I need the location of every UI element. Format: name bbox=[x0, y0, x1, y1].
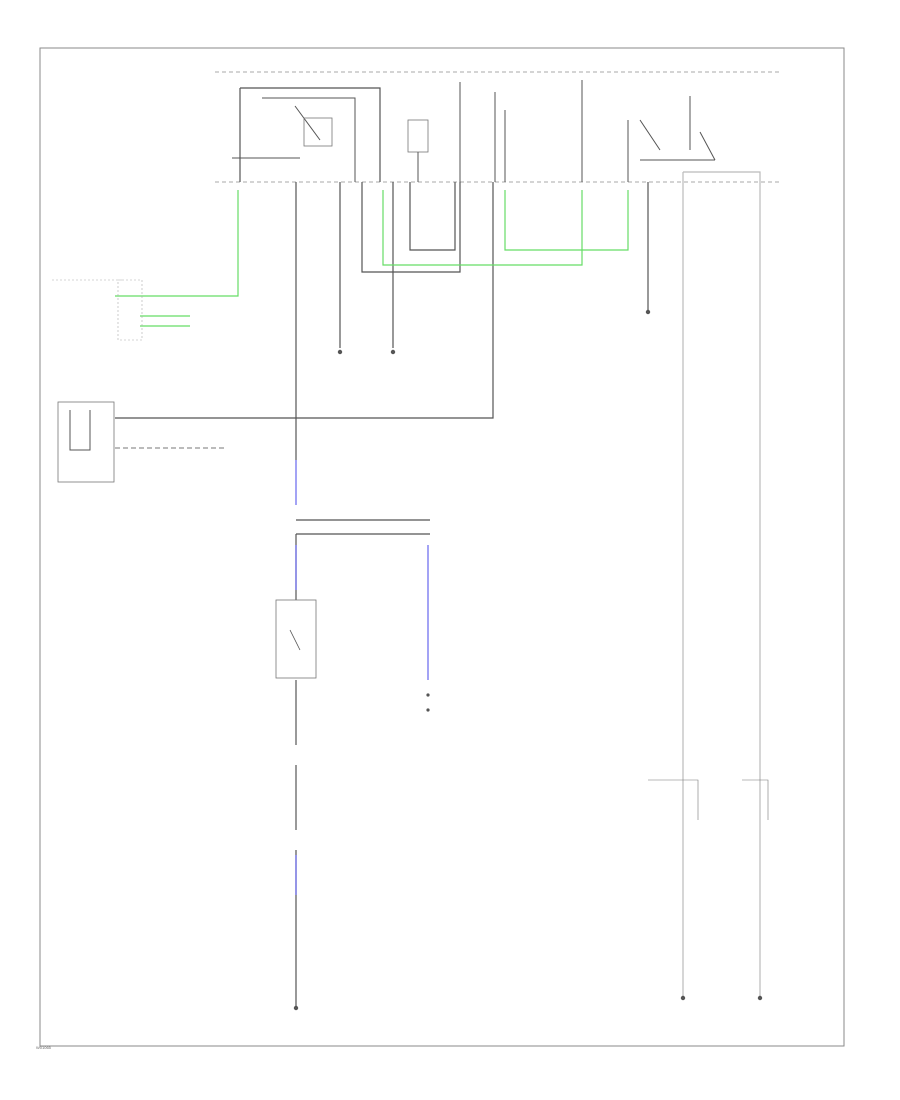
footer-code: W01065 bbox=[36, 1045, 51, 1050]
engine-speed-sensor-connector bbox=[52, 279, 143, 341]
brake-sensor-box bbox=[275, 599, 317, 679]
black-wires bbox=[115, 182, 649, 1010]
gray-wires bbox=[682, 171, 761, 1000]
fuse-block bbox=[407, 82, 506, 182]
diagram-frame bbox=[39, 47, 845, 1047]
ground-terminals bbox=[293, 309, 763, 1011]
right-connectors bbox=[648, 779, 769, 820]
green-wires bbox=[115, 190, 629, 327]
engine-relay-block bbox=[232, 87, 381, 182]
blue-wires bbox=[295, 460, 429, 895]
stop-lamp-switch-group bbox=[581, 80, 716, 182]
engine-control-relay bbox=[57, 401, 225, 483]
